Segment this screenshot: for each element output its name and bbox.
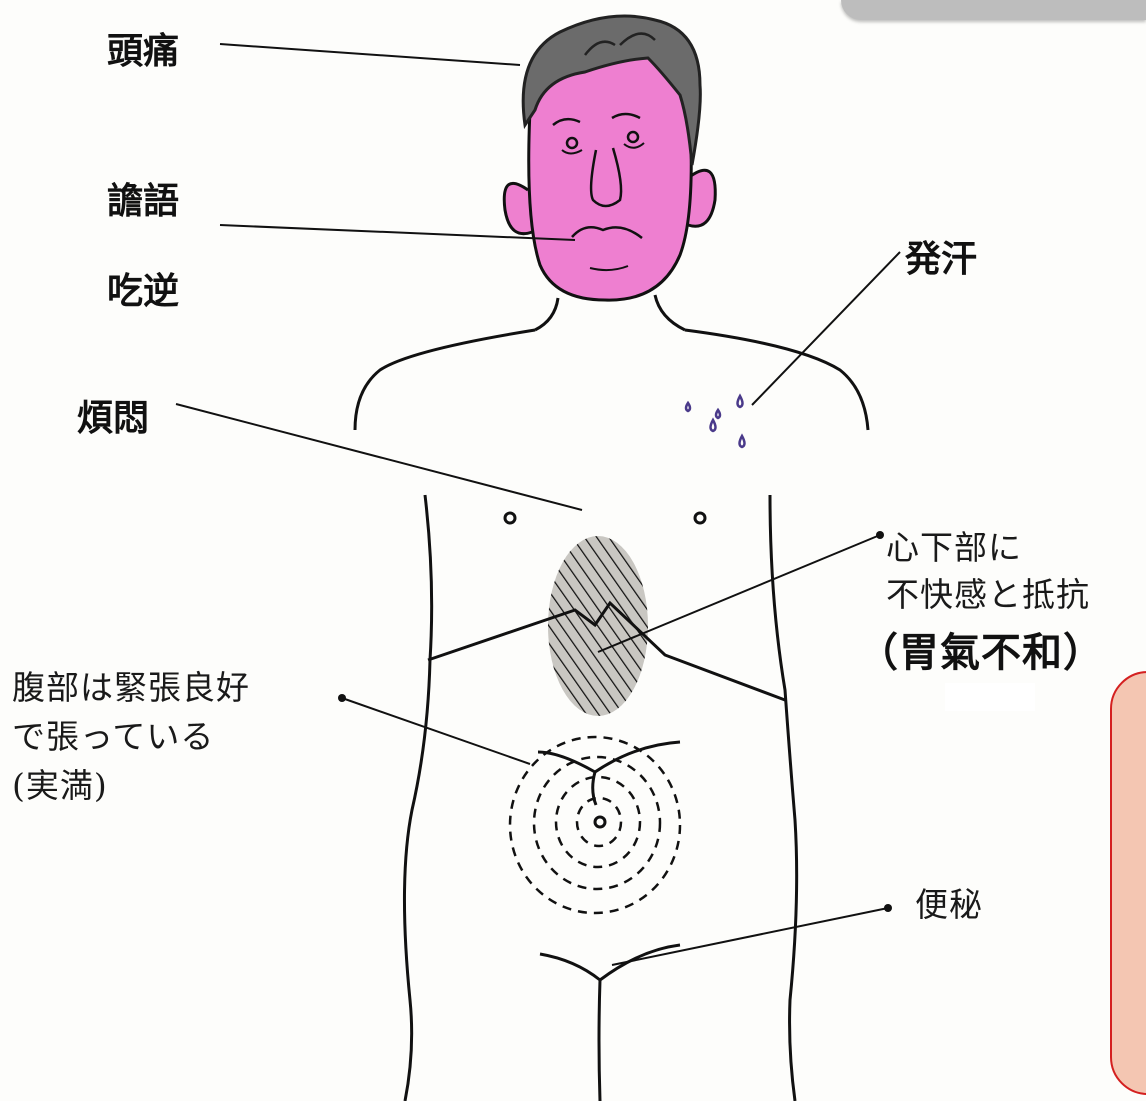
label-irritability: 煩悶 xyxy=(77,398,150,439)
label-delirium: 譫語 xyxy=(107,181,180,222)
left-shoulder xyxy=(353,328,536,431)
nose xyxy=(589,147,623,208)
leader-lines xyxy=(175,43,901,966)
white-mask xyxy=(945,683,1035,711)
label-sweating: 発汗 xyxy=(905,239,978,280)
neck-outline xyxy=(534,294,686,332)
groin xyxy=(537,740,681,806)
corner-tab xyxy=(841,0,1146,20)
note-box xyxy=(1110,671,1146,1095)
torso-right xyxy=(768,494,799,1101)
label-epigastric-diagnosis: （胃氣不和） xyxy=(858,630,1104,676)
label-abdomen-line2: で張っている xyxy=(12,717,215,756)
label-abdomen-line3: (実満) xyxy=(12,766,108,805)
torso-left xyxy=(402,494,434,1101)
ribcage xyxy=(427,600,786,702)
label-hiccup: 吃逆 xyxy=(107,271,180,312)
label-constipation: 便秘 xyxy=(915,885,983,924)
label-epigastric-line2: 不快感と抵抗 xyxy=(886,575,1090,614)
mouth xyxy=(571,225,643,239)
label-abdomen-line1: 腹部は緊張良好 xyxy=(12,668,250,707)
label-headache: 頭痛 xyxy=(107,31,180,72)
right-ear xyxy=(687,168,717,228)
navel xyxy=(593,815,607,829)
hair xyxy=(521,14,702,166)
right-shoulder xyxy=(684,328,870,431)
left-ear xyxy=(502,181,533,236)
abdomen-tension-circles xyxy=(508,735,682,915)
sweat-drops xyxy=(684,393,746,449)
label-epigastric-line1: 心下部に xyxy=(886,528,1022,567)
